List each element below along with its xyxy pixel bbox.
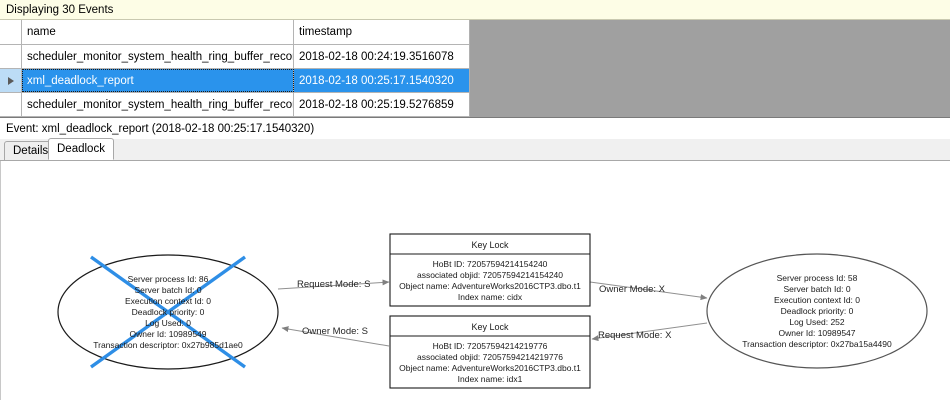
edge-left-request-s-label: Request Mode: S — [297, 279, 370, 290]
deadlock-graph-canvas[interactable]: Request Mode: S Owner Mode: X Owner Mode… — [0, 161, 950, 400]
process-left-line-0: Server process Id: 86 — [128, 274, 209, 284]
event-header-label: Event: xml_deadlock_report (2018-02-18 0… — [6, 123, 315, 135]
process-node-left[interactable]: Server process Id: 86 Server batch Id: 0… — [57, 254, 279, 370]
table-row[interactable]: scheduler_monitor_system_health_ring_buf… — [0, 93, 469, 117]
tab-deadlock-label: Deadlock — [57, 143, 105, 155]
key-lock-top-line-1: associated objid: 72057594214154240 — [417, 270, 563, 280]
process-left-line-4: Log Used: 0 — [145, 318, 191, 328]
process-right-line-1: Server batch Id: 0 — [783, 284, 850, 294]
process-right-line-5: Owner Id: 10989547 — [778, 328, 855, 338]
cell-timestamp[interactable]: 2018-02-18 00:25:19.5276859 — [299, 98, 454, 111]
edge-left-owner-s: Owner Mode: S — [281, 326, 390, 347]
process-right-line-0: Server process Id: 58 — [777, 273, 858, 283]
table-row-selected[interactable]: xml_deadlock_report 2018-02-18 00:25:17.… — [0, 69, 469, 93]
tab-details-label: Details — [13, 145, 49, 157]
column-header-timestamp[interactable]: timestamp — [299, 26, 353, 38]
process-right-line-2: Execution context Id: 0 — [774, 295, 860, 305]
row-selector-cell[interactable] — [0, 93, 22, 116]
key-lock-bottom-title: Key Lock — [471, 322, 509, 332]
events-grid-area: name timestamp scheduler_monitor_system_… — [0, 20, 950, 118]
process-left-line-1: Server batch Id: 0 — [134, 285, 201, 295]
process-left-line-3: Deadlock priority: 0 — [132, 307, 205, 317]
column-header-name[interactable]: name — [22, 20, 294, 44]
edge-right-request-x: Request Mode: X — [591, 322, 708, 342]
edge-right-owner-x-label: Owner Mode: X — [599, 284, 666, 295]
tab-bar: Details Deadlock — [0, 138, 950, 161]
resource-node-key-lock-bottom[interactable]: Key Lock HoBt ID: 72057594214219776 asso… — [389, 315, 591, 389]
key-lock-top-line-0: HoBt ID: 72057594214154240 — [433, 259, 548, 269]
events-banner-label: Displaying 30 Events — [6, 3, 114, 16]
process-right-line-4: Log Used: 252 — [789, 317, 845, 327]
events-grid[interactable]: name timestamp scheduler_monitor_system_… — [0, 20, 470, 117]
process-right-line-6: Transaction descriptor: 0x27ba15a4490 — [742, 339, 892, 349]
events-banner: Displaying 30 Events — [0, 0, 950, 20]
cell-name[interactable]: scheduler_monitor_system_health_ring_buf… — [22, 93, 294, 116]
resource-node-key-lock-top[interactable]: Key Lock HoBt ID: 72057594214154240 asso… — [389, 233, 591, 307]
events-grid-header: name timestamp — [0, 20, 469, 45]
cell-timestamp[interactable]: 2018-02-18 00:24:19.3516078 — [299, 50, 454, 63]
row-selector-cell[interactable] — [0, 69, 22, 92]
column-header-selector — [0, 20, 22, 44]
cell-name[interactable]: xml_deadlock_report — [22, 69, 294, 92]
key-lock-bottom-line-0: HoBt ID: 72057594214219776 — [433, 341, 548, 351]
key-lock-top-line-3: Index name: cidx — [458, 292, 523, 302]
process-left-line-2: Execution context Id: 0 — [125, 296, 211, 306]
edge-left-owner-s-label: Owner Mode: S — [302, 326, 368, 337]
event-header: Event: xml_deadlock_report (2018-02-18 0… — [0, 119, 950, 139]
row-selector-cell[interactable] — [0, 45, 22, 68]
key-lock-top-line-2: Object name: AdventureWorks2016CTP3.dbo.… — [399, 281, 581, 291]
process-left-line-5: Owner Id: 10989549 — [129, 329, 206, 339]
tab-deadlock[interactable]: Deadlock — [48, 138, 114, 160]
process-left-line-6: Transaction descriptor: 0x27b985d1ae0 — [93, 340, 243, 350]
key-lock-top-title: Key Lock — [471, 240, 509, 250]
victim-cross-icon — [90, 255, 246, 369]
key-lock-bottom-line-2: Object name: AdventureWorks2016CTP3.dbo.… — [399, 363, 581, 373]
edge-right-request-x-label: Request Mode: X — [598, 330, 672, 341]
cell-timestamp[interactable]: 2018-02-18 00:25:17.1540320 — [294, 69, 469, 92]
process-node-right[interactable]: Server process Id: 58 Server batch Id: 0… — [706, 253, 928, 369]
row-arrow-icon — [7, 76, 14, 85]
process-right-line-3: Deadlock priority: 0 — [781, 306, 854, 316]
key-lock-bottom-line-1: associated objid: 72057594214219776 — [417, 352, 563, 362]
edge-right-owner-x: Owner Mode: X — [589, 281, 708, 301]
key-lock-bottom-line-3: Index name: idx1 — [458, 374, 523, 384]
edge-left-request-s: Request Mode: S — [277, 279, 390, 290]
cell-name[interactable]: scheduler_monitor_system_health_ring_buf… — [22, 45, 294, 68]
table-row[interactable]: scheduler_monitor_system_health_ring_buf… — [0, 45, 469, 69]
